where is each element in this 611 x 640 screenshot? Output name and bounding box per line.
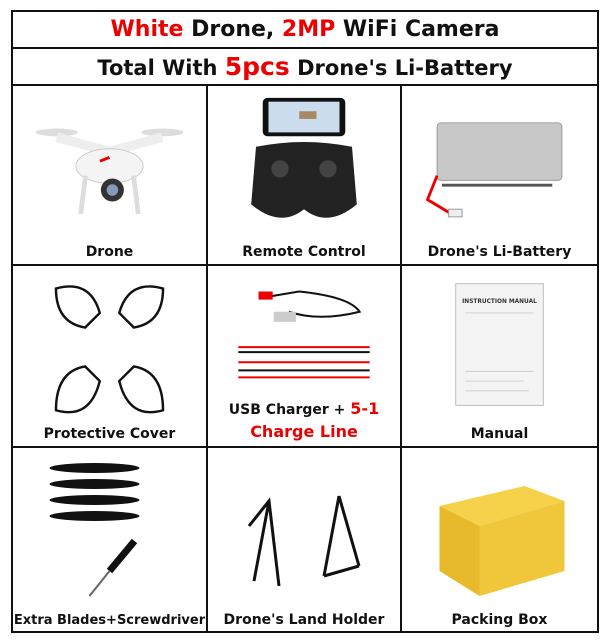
title-total: Total With bbox=[97, 56, 225, 80]
usb-label: USB Charger + bbox=[228, 402, 351, 418]
title-line-1: White Drone, 2MP WiFi Camera bbox=[13, 12, 597, 49]
title-line-2: Total With 5pcs Drone's Li-Battery bbox=[13, 49, 597, 86]
charge-line-count: 5-1 bbox=[350, 399, 380, 418]
drone-icon bbox=[13, 94, 206, 238]
manual-title: INSTRUCTION MANUAL bbox=[462, 299, 537, 305]
item-label: USB Charger + 5-1 Charge Line bbox=[208, 398, 400, 444]
item-label: Drone's Land Holder bbox=[223, 612, 385, 628]
blades-screwdriver-icon bbox=[13, 456, 206, 606]
item-label: Remote Control bbox=[242, 244, 366, 260]
item-usb-charger: USB Charger + 5-1 Charge Line bbox=[208, 266, 402, 448]
title-count: 5pcs bbox=[224, 52, 290, 81]
item-label: Protective Cover bbox=[43, 426, 176, 442]
remote-control-icon bbox=[208, 94, 400, 238]
package-contents-table: White Drone, 2MP WiFi Camera Total With … bbox=[11, 10, 599, 633]
item-drone: Drone bbox=[13, 86, 208, 266]
item-protective-cover: Protective Cover bbox=[13, 266, 208, 448]
item-label: Drone's Li-Battery bbox=[427, 244, 572, 260]
usb-charger-icon bbox=[208, 274, 400, 400]
box-icon bbox=[402, 456, 597, 606]
manual-icon: INSTRUCTION MANUAL bbox=[402, 274, 597, 420]
item-label: Extra Blades+Screwdriver bbox=[13, 613, 206, 628]
title-white: White bbox=[110, 17, 184, 42]
title-drone: Drone, bbox=[183, 17, 282, 42]
item-packing-box: Packing Box bbox=[402, 448, 597, 632]
item-remote-control: Remote Control bbox=[208, 86, 402, 266]
item-manual: INSTRUCTION MANUAL Manual bbox=[402, 266, 597, 448]
landing-gear-icon bbox=[208, 456, 400, 606]
battery-icon bbox=[402, 94, 597, 238]
title-mp: 2MP bbox=[281, 17, 336, 42]
item-battery: Drone's Li-Battery bbox=[402, 86, 597, 266]
title-battery: Drone's Li-Battery bbox=[297, 56, 513, 80]
item-blades-screwdriver: Extra Blades+Screwdriver bbox=[13, 448, 208, 632]
title-camera: WiFi Camera bbox=[335, 17, 500, 42]
charge-line-label: Charge Line bbox=[250, 422, 358, 441]
item-label: Manual bbox=[470, 426, 529, 442]
item-label: Drone bbox=[85, 244, 134, 260]
item-land-holder: Drone's Land Holder bbox=[208, 448, 402, 632]
propeller-guard-icon bbox=[13, 274, 206, 420]
item-label: Packing Box bbox=[451, 612, 548, 628]
